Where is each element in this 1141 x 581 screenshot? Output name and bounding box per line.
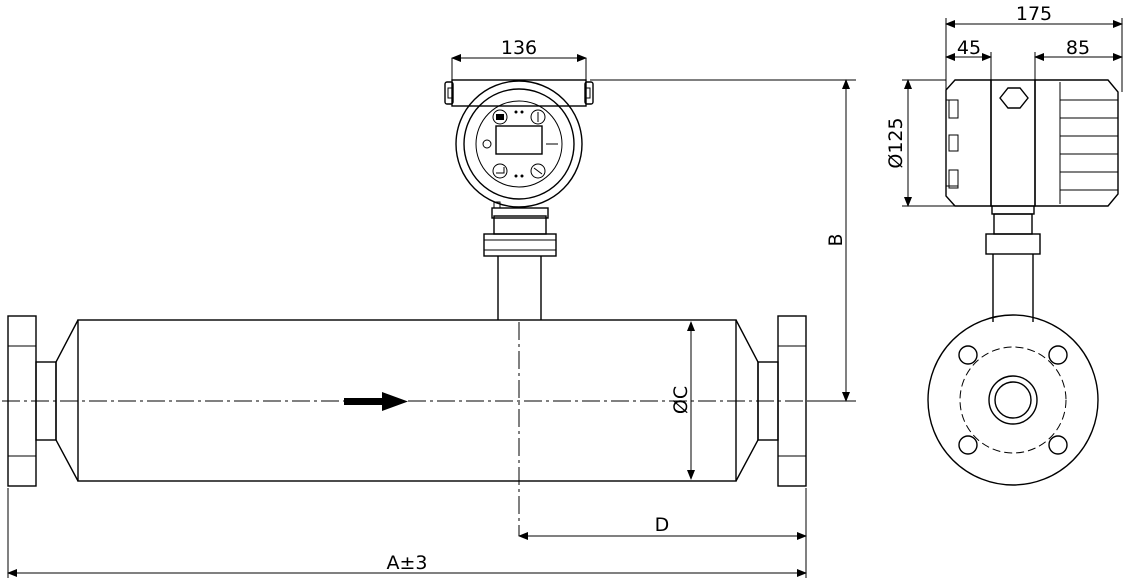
- flow-arrow-icon: [344, 392, 408, 411]
- dimension-labels: 136 175 45 85 Ø125 B ØC D A±3: [386, 3, 1090, 574]
- transmitter-head: [444, 79, 594, 208]
- keypad-button-icon: [492, 109, 546, 179]
- transmitter-neck: [483, 201, 557, 320]
- dim-label-d: D: [655, 514, 670, 536]
- dim-label-85: 85: [1066, 37, 1090, 59]
- dim-label-diameter-c: ØC: [670, 386, 692, 414]
- dim-label-45: 45: [957, 37, 981, 59]
- dim-label-b: B: [825, 233, 847, 246]
- dim-label-diameter-125: Ø125: [885, 117, 907, 168]
- dim-label-136: 136: [501, 37, 537, 59]
- display-window: [495, 125, 543, 155]
- dim-label-a: A±3: [386, 552, 427, 574]
- front-view: [2, 79, 846, 536]
- bolt-hex-icon: [999, 87, 1029, 109]
- dimension-lines: [7, 18, 1123, 578]
- dim-label-175: 175: [1016, 3, 1052, 25]
- side-view: [927, 79, 1119, 486]
